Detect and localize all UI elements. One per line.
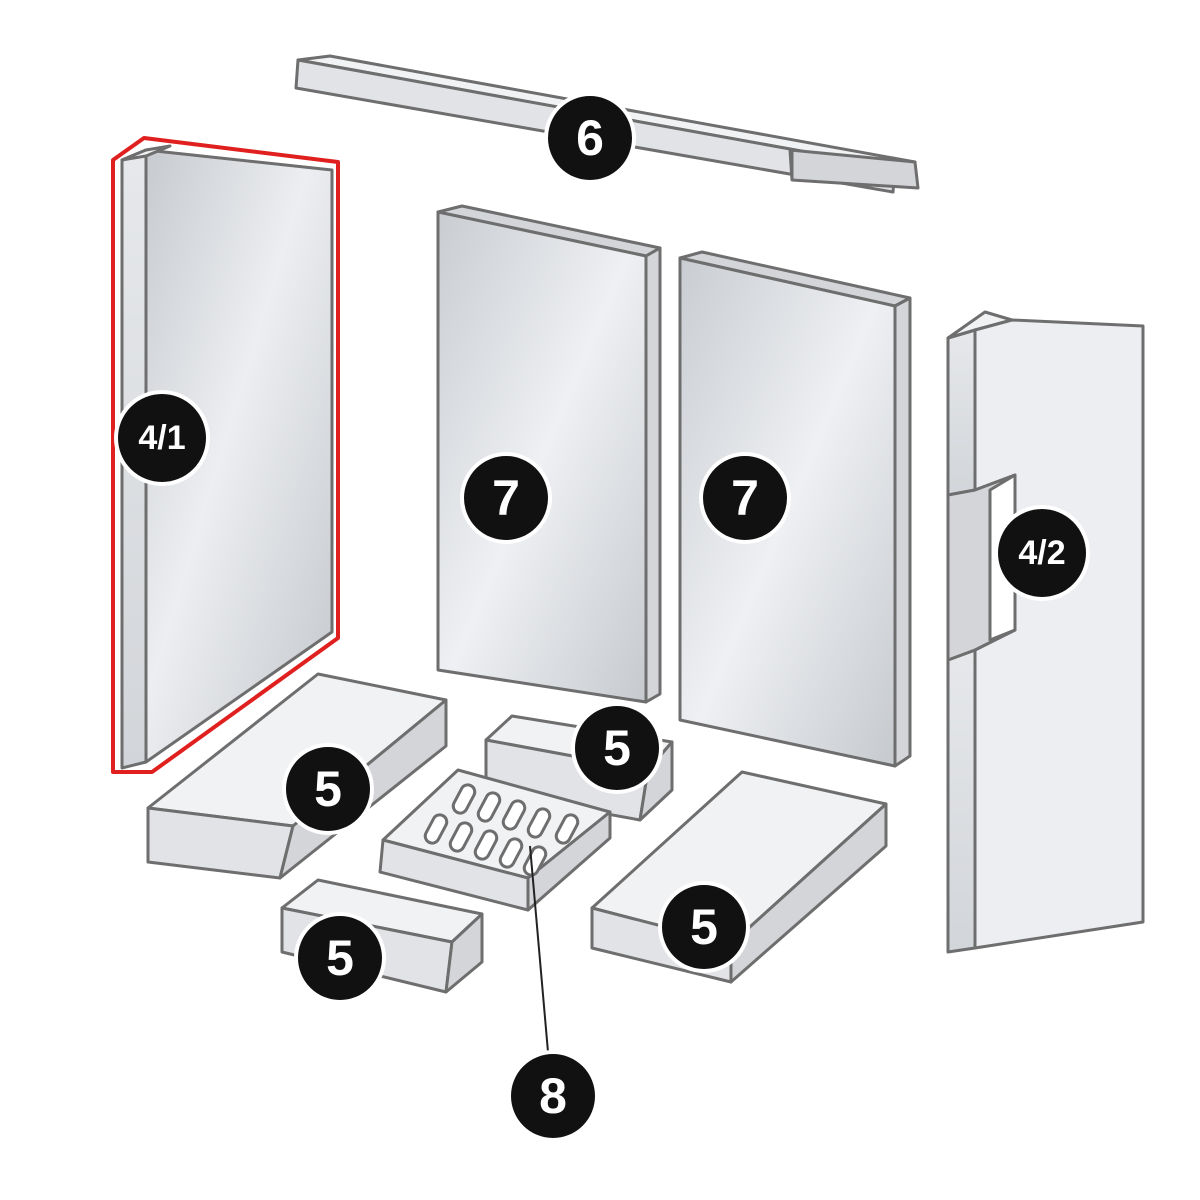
part-grate[interactable] [378,768,612,912]
badge-part-7-right[interactable]: 7 [699,452,791,544]
badge-label: 5 [326,930,354,986]
badge-label: 5 [603,720,631,776]
badge-part-5-back[interactable]: 5 [571,702,663,794]
badge-label: 4/1 [138,419,185,457]
grate-slots [423,783,580,877]
badge-part-5-front[interactable]: 5 [294,912,386,1004]
part-side-right[interactable] [946,310,1145,954]
badge-part-7-left[interactable]: 7 [460,452,552,544]
selection-outline [111,136,340,774]
badge-part-5-right[interactable]: 5 [658,881,750,973]
badge-part-4-2[interactable]: 4/2 [994,505,1090,601]
badge-label: 6 [576,110,604,166]
badge-part-4-1[interactable]: 4/1 [114,390,210,486]
badge-label: 8 [539,1068,567,1124]
badge-label: 5 [314,761,342,817]
badge-part-6[interactable]: 6 [544,92,636,184]
part-back-left[interactable] [436,204,662,704]
badge-label: 7 [731,470,759,526]
badge-label: 7 [492,470,520,526]
badge-part-5-left[interactable]: 5 [282,743,374,835]
badge-label: 4/2 [1018,534,1065,572]
part-side-left[interactable] [111,136,340,774]
badge-label: 5 [690,899,718,955]
badge-part-8[interactable]: 8 [507,1050,599,1142]
grate-leader-line [529,845,549,1053]
